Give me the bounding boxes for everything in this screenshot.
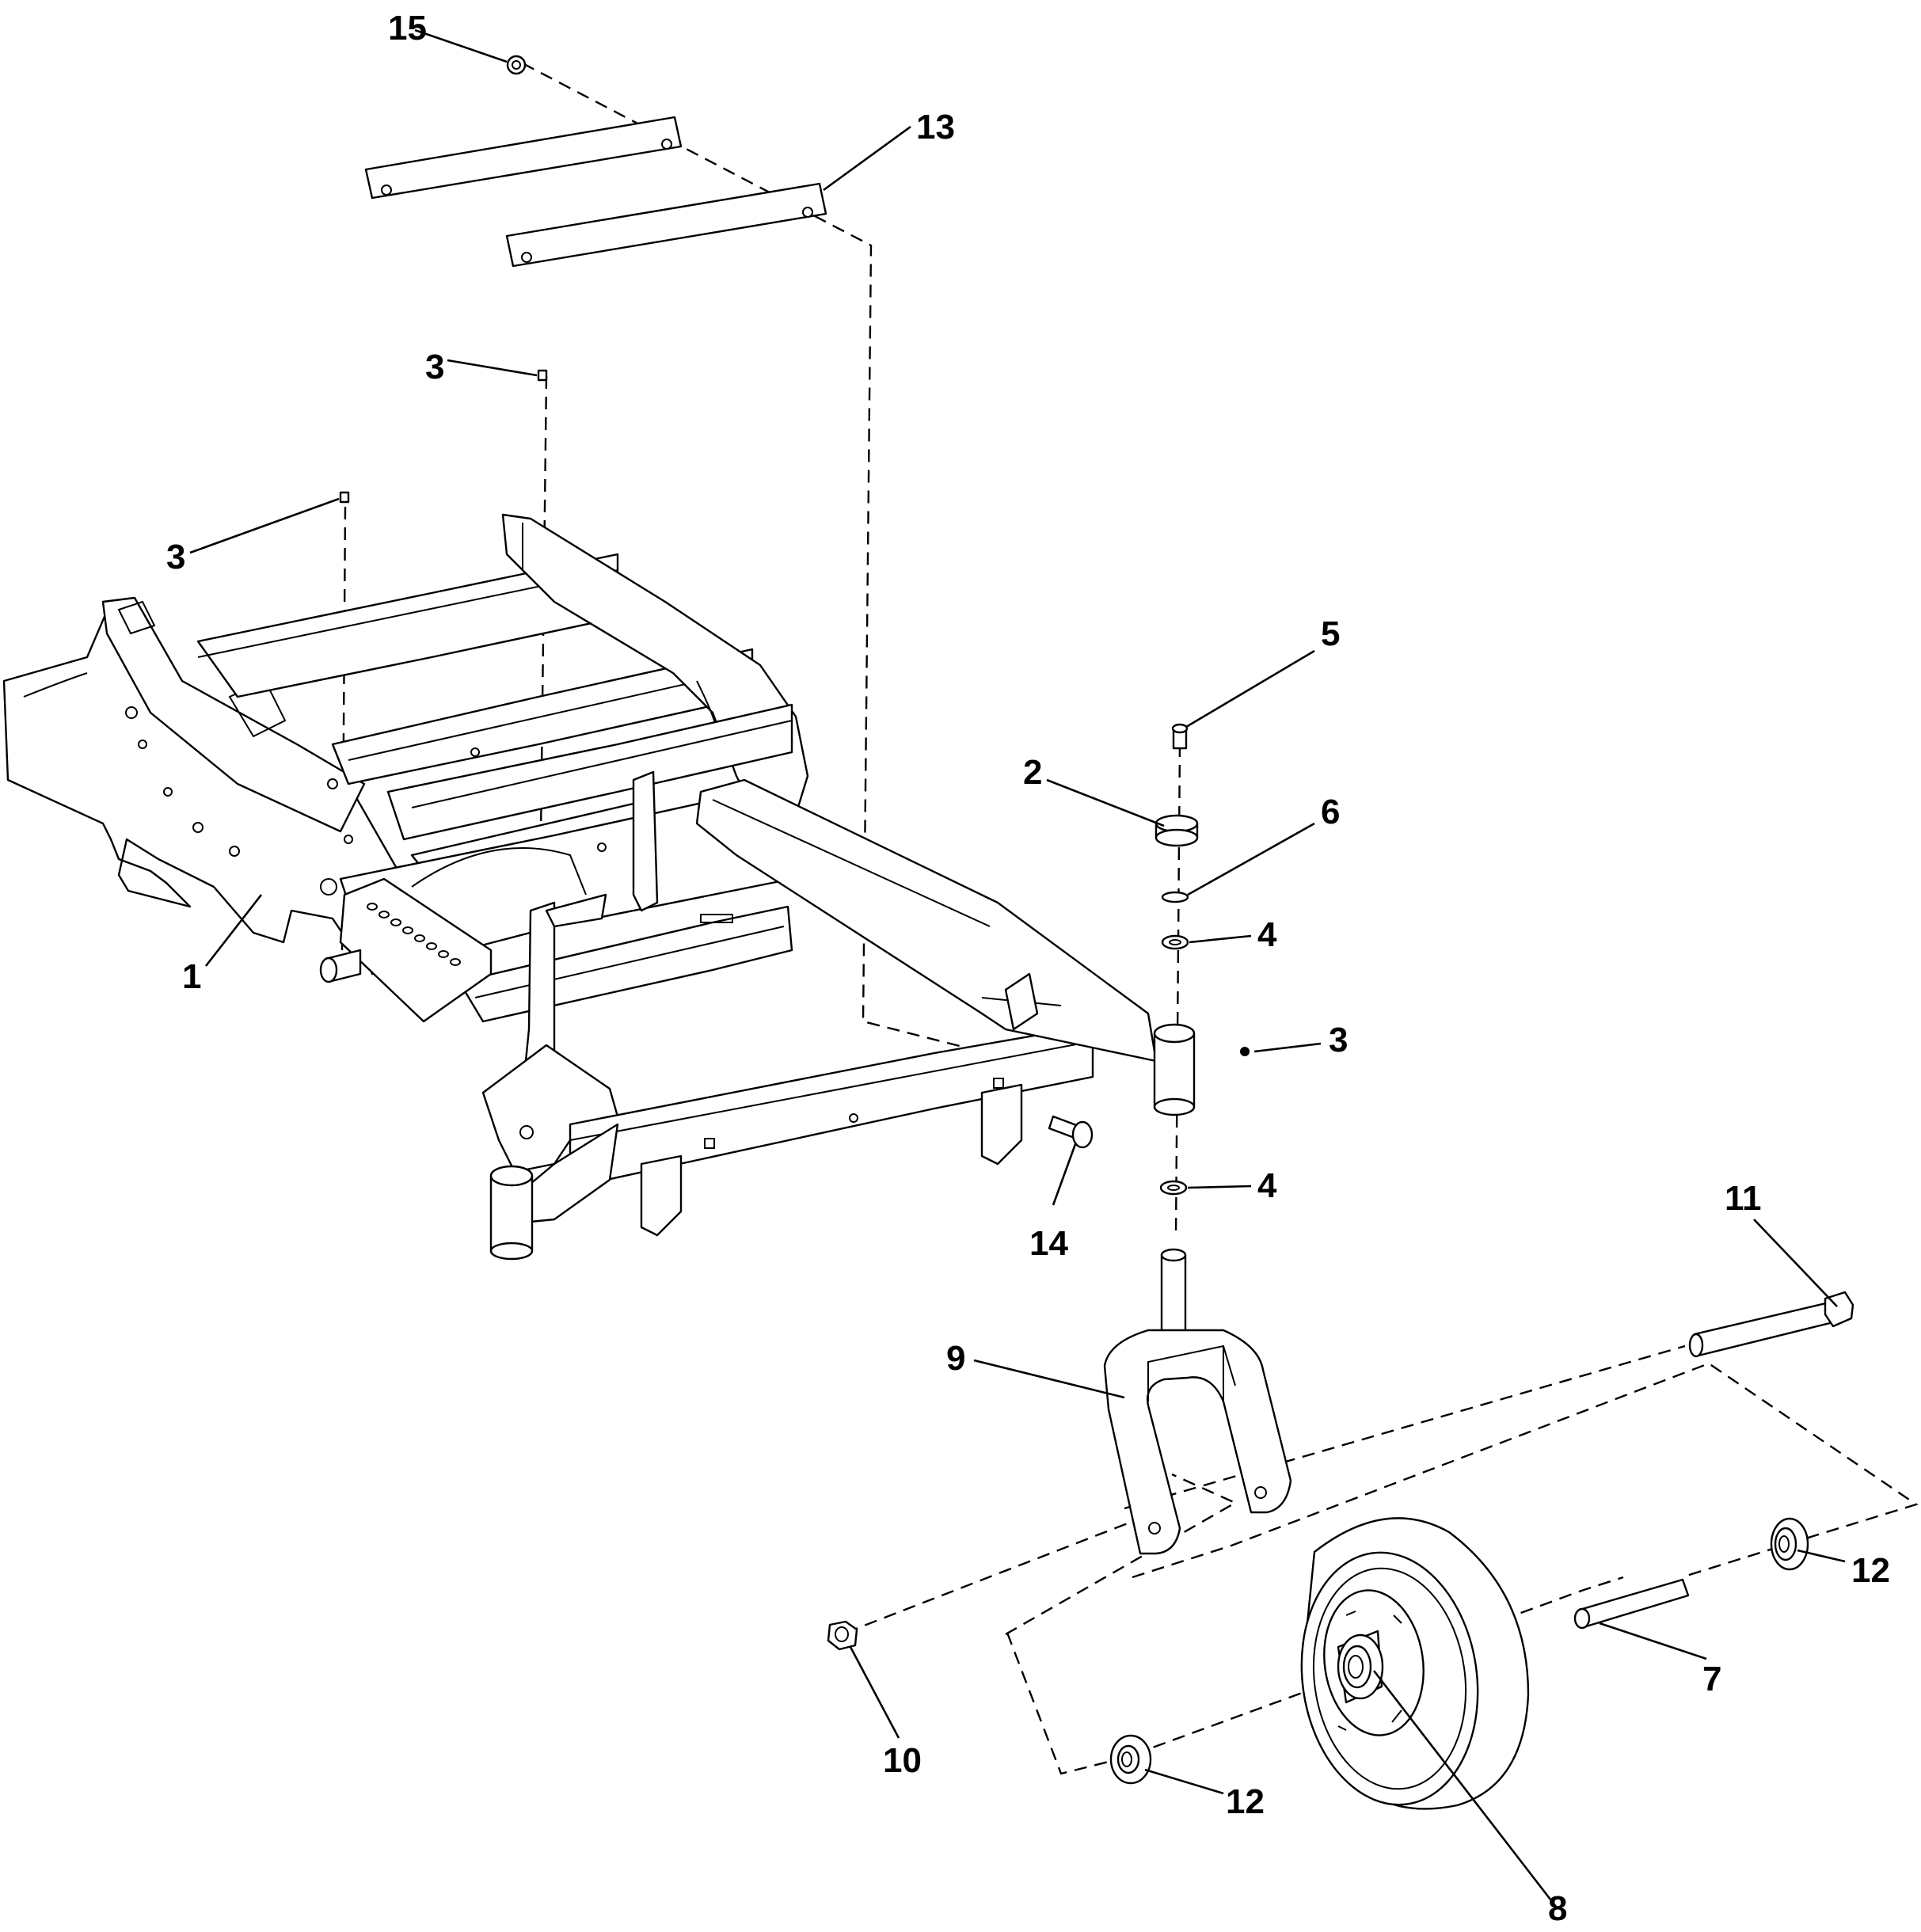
callout-4-upper: 4 xyxy=(1257,915,1277,954)
wheel-8 xyxy=(1300,1517,1530,1810)
spacer-12-left xyxy=(1109,1734,1152,1785)
callout-15: 15 xyxy=(388,9,427,48)
callout-13: 13 xyxy=(916,108,955,146)
axle-sleeve-7 xyxy=(1573,1578,1690,1630)
cap-2 xyxy=(1155,814,1199,847)
callout-14: 14 xyxy=(1029,1224,1068,1263)
caster-fork-9 xyxy=(1103,1248,1292,1555)
right-caster-bushing xyxy=(1153,1023,1196,1116)
main-frame-1 xyxy=(2,513,1196,1261)
spacer-plate-13-upper xyxy=(364,116,683,200)
callout-5: 5 xyxy=(1321,614,1340,653)
callout-1: 1 xyxy=(182,957,201,996)
axle-bolt-11 xyxy=(1688,1291,1854,1358)
callout-7: 7 xyxy=(1702,1660,1721,1698)
grease-fitting-3-top xyxy=(537,369,548,382)
callout-4-lower: 4 xyxy=(1257,1166,1277,1205)
footplate-holes xyxy=(367,903,461,966)
spacer-plate-13-lower xyxy=(505,182,827,268)
callout-8: 8 xyxy=(1548,1889,1567,1928)
callout-10: 10 xyxy=(883,1741,922,1780)
nut-15 xyxy=(506,55,527,75)
callout-3-left: 3 xyxy=(166,538,185,576)
callout-12-right: 12 xyxy=(1851,1551,1890,1590)
callout-11: 11 xyxy=(1725,1179,1762,1218)
callout-12-left: 12 xyxy=(1226,1782,1265,1821)
grease-fitting-3-left xyxy=(339,491,350,504)
washer-4-upper xyxy=(1161,934,1189,950)
washer-4-lower xyxy=(1159,1180,1188,1196)
leader-lines xyxy=(189,29,1846,1907)
callout-2: 2 xyxy=(1023,753,1042,792)
bolt-5 xyxy=(1171,723,1189,750)
callout-labels: 15 13 3 3 1 5 2 6 4 3 4 14 9 11 12 7 10 … xyxy=(166,9,1890,1928)
callout-6: 6 xyxy=(1321,793,1340,831)
snap-ring-6 xyxy=(1161,891,1189,903)
callout-9: 9 xyxy=(946,1339,965,1378)
nut-10 xyxy=(827,1620,858,1651)
left-caster-bushing xyxy=(489,1165,534,1261)
spacer-12-right xyxy=(1770,1517,1809,1571)
callout-3-top: 3 xyxy=(425,348,444,386)
callout-3-right: 3 xyxy=(1329,1021,1348,1059)
grease-fitting-3-right xyxy=(1240,1047,1250,1056)
pin-14 xyxy=(1048,1115,1094,1149)
